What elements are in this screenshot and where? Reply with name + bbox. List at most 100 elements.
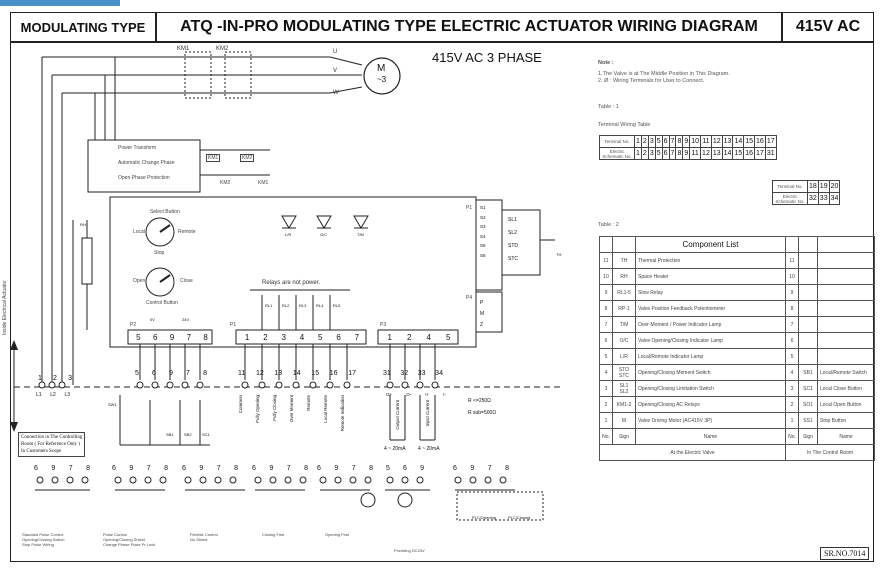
mid-term: 8	[203, 370, 207, 377]
table-cell: 5	[654, 135, 663, 148]
table-footer-row: No. Sign Name No. Sign Name	[599, 428, 875, 445]
table-cell: 32	[807, 192, 819, 205]
table-cell: 3	[647, 147, 656, 160]
s-term: S4	[480, 233, 486, 239]
p2-term: 7	[186, 333, 192, 342]
table-cell: SO1	[798, 396, 818, 413]
caption-line: Flexible Control	[190, 532, 218, 537]
p1-term: 6	[336, 333, 341, 342]
mid-term: 31	[383, 370, 391, 377]
bterm: 8	[304, 465, 308, 472]
caption-line: Standard Pulse Control	[22, 532, 64, 537]
connection-note-line: Connection in The Controlling	[21, 435, 83, 440]
p3-term: 5	[446, 333, 451, 342]
caption-line: No Shield	[190, 537, 208, 542]
table-cell: Over-Moment / Power Indicator Lamp	[635, 316, 786, 333]
select-remote: Remote	[178, 229, 196, 235]
table-cell: Opening/Closing AC Relays	[635, 396, 786, 413]
table1-subtitle: Terminal Wiring Table	[598, 122, 651, 128]
motor-phase: ~3	[377, 75, 387, 84]
table-cell: 14	[721, 147, 734, 160]
p3-label: P3	[380, 322, 387, 328]
table-cell: 13	[721, 135, 734, 148]
control-close: Close	[180, 278, 193, 284]
relay-rl3: RL3	[299, 303, 307, 308]
p4-label: P4	[466, 295, 473, 301]
p4-m: M	[480, 311, 485, 317]
table-cell: L/R	[612, 348, 636, 365]
table-cell: 2	[599, 396, 613, 413]
footer-name: Name	[635, 428, 786, 445]
bterm: 9	[334, 465, 339, 472]
footer-sign: Sign	[612, 428, 636, 445]
p3-term: 2	[407, 333, 412, 342]
small-relay-km1: KM1	[206, 154, 221, 162]
sl2-label: SL2	[508, 230, 517, 236]
p2-term: 6	[152, 333, 158, 342]
mid-term: 9	[169, 370, 173, 377]
analog-label: I-	[443, 392, 446, 397]
table-cell: 11	[599, 252, 613, 269]
connection-note-line: Room ( For Reference Only )	[21, 442, 81, 447]
mid-term: 17	[348, 370, 356, 377]
footer-no2: No.	[785, 428, 799, 445]
table-cell: 9	[682, 147, 691, 160]
vlabel: Fully Closing	[272, 395, 277, 421]
table2-title: Table : 2	[598, 222, 619, 228]
serial-number: SR.NO.7014	[820, 547, 870, 560]
line-w: W	[333, 90, 339, 96]
table-cell	[798, 316, 818, 333]
p1-term: 7	[354, 333, 360, 342]
p1-term: 1	[244, 333, 250, 342]
sl1-label: SL1	[508, 217, 517, 223]
bterm: 6	[252, 465, 256, 472]
p1-term: 3	[281, 333, 286, 342]
relay-rl4: RL4	[316, 303, 324, 308]
left-term: 2	[53, 375, 57, 382]
bterm: 7	[487, 465, 492, 472]
s-term: S1	[480, 205, 486, 210]
p1-term: 4	[299, 333, 305, 342]
table-cell: 12	[710, 135, 723, 148]
bterm: 9	[199, 465, 204, 472]
p3-term: 1	[387, 333, 392, 342]
table-cell: Thermal Protection	[635, 252, 786, 269]
bterm: 6	[317, 465, 321, 472]
table-cell: Slow Relay	[635, 284, 786, 301]
vertical-labels: Common Fully Opening Fully Closing Over …	[232, 395, 357, 445]
line-u: U	[333, 49, 338, 55]
table-cell: 15	[732, 147, 745, 160]
mid-term: 32	[400, 370, 409, 377]
bterm: 8	[86, 465, 90, 472]
table-cell: Opening/Closing Moment Switch	[635, 364, 786, 381]
note-block: Note : 1.The Valve is at The Middle Posi…	[598, 60, 730, 85]
vlabel: Over Moment	[289, 395, 294, 423]
voltage-label: 415V AC	[782, 12, 874, 42]
table-cell: 5	[599, 348, 613, 365]
table-cell: 31	[764, 147, 777, 160]
diagram-title: ATQ -IN-PRO MODULATING TYPE ELECTRIC ACT…	[156, 12, 782, 42]
mid-term: 34	[435, 370, 443, 377]
ma-label-2: 4 ~ 20mA	[418, 446, 440, 452]
table-cell: Local/Remote Switch	[817, 364, 875, 381]
line-v: V	[333, 68, 338, 74]
table-cell: Valve Position Feedback Potentiometer	[635, 300, 786, 317]
table-cell: SB1	[798, 364, 818, 381]
table-cell: 3	[647, 135, 656, 148]
output-current-label: Output Current	[395, 400, 400, 430]
protector-line-3: Open Phase Protection	[118, 175, 170, 181]
relays-note: Relays are not power.	[262, 280, 321, 286]
table-cell: 14	[732, 135, 745, 148]
table-cell: 9	[785, 284, 799, 301]
